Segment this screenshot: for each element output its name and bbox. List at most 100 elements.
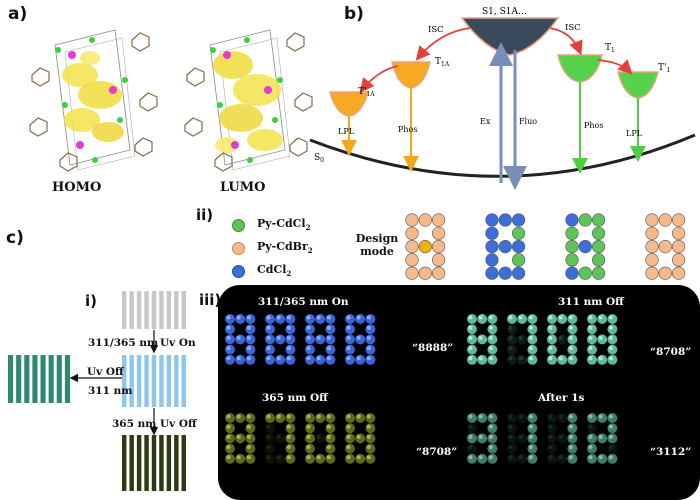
design-dot [592, 239, 606, 254]
display-dot-highlight [598, 455, 603, 460]
design-dot [511, 213, 526, 227]
display-dot [527, 423, 538, 434]
display-dot-highlight [286, 335, 291, 340]
display-dot [265, 334, 275, 345]
design-dot [672, 239, 686, 254]
display-dot [467, 334, 477, 345]
display-dot [345, 334, 355, 345]
display-dot-highlight [316, 455, 321, 460]
fluo-label: Fluo [519, 117, 537, 126]
display-dot-highlight [306, 315, 311, 320]
lumo-structure [184, 29, 313, 172]
display-dot-highlight [306, 434, 311, 439]
display-dot-highlight [478, 434, 483, 439]
display-dot [467, 413, 477, 423]
display-dot-highlight [598, 434, 603, 439]
display-dot [355, 354, 366, 365]
display-dot-highlight [588, 414, 593, 419]
display-dot [325, 314, 336, 324]
display-dot [477, 453, 488, 464]
display-dot-highlight [588, 445, 593, 450]
display-dot-highlight [488, 434, 493, 439]
stripe-bar [151, 291, 157, 329]
display-dot-highlight [276, 414, 281, 419]
display-dot-highlight [568, 335, 573, 340]
design-dot [511, 253, 526, 267]
display-dot [285, 433, 296, 444]
display-dot-highlight [608, 445, 613, 450]
design-dot [431, 253, 446, 267]
display-dot-highlight [568, 414, 573, 419]
display-dot-highlight [568, 346, 573, 351]
quadrant-title-4: After 1s [538, 392, 585, 404]
display-dot [607, 433, 618, 444]
display-dot [245, 334, 256, 345]
display-dot-highlight [356, 434, 361, 439]
display-dot-highlight [548, 315, 553, 320]
design-dot [431, 226, 446, 240]
display-dot [487, 344, 498, 355]
stripe-bar [136, 435, 142, 491]
display-dot [467, 354, 477, 365]
design-mode-label: Design mode [355, 232, 399, 258]
display-dot-highlight [528, 315, 533, 320]
design-dot [418, 213, 432, 227]
display-dot-highlight [326, 325, 331, 330]
display-dot [597, 314, 608, 324]
display-dot [567, 344, 578, 355]
display-dot [355, 314, 366, 324]
display-dot-highlight [528, 414, 533, 419]
stripe-bar [151, 355, 157, 407]
display-dot [597, 334, 608, 345]
bars-initial [122, 291, 186, 329]
display-dot-highlight [286, 315, 291, 320]
display-dot [285, 314, 296, 324]
display-dot [487, 324, 498, 335]
display-dot [245, 443, 256, 454]
t1-prime-well [617, 71, 659, 99]
display-dot-highlight [246, 356, 251, 361]
display-dot [587, 443, 597, 454]
display-dot-highlight [316, 434, 321, 439]
display-dot [587, 324, 597, 335]
display-dot-highlight [286, 434, 291, 439]
stripe-bar [181, 435, 186, 491]
legend-item-py-cdcl2: Py-CdCl2 [232, 216, 382, 234]
display-dot [355, 413, 366, 423]
display-dot-highlight [266, 445, 271, 450]
panel-label-c: c) [6, 228, 24, 248]
display-dot [587, 354, 597, 365]
display-dot [275, 413, 286, 423]
phos-right-label: Phos [584, 121, 603, 130]
design-dot [498, 266, 512, 280]
display-dot [567, 413, 578, 423]
display-dot-highlight [508, 325, 513, 330]
display-dot-highlight [468, 445, 473, 450]
panel-label-iii: iii) [199, 291, 222, 309]
display-dot [517, 334, 528, 345]
display-dot [285, 413, 296, 423]
design-dot [511, 266, 526, 280]
stripe-bar [129, 435, 134, 491]
design-dot [485, 253, 499, 267]
display-dot [305, 423, 315, 434]
energy-diagram: S1, S1A… ISC ISC T1A T'1A T1 T'1 LPL Pho… [309, 7, 696, 190]
display-dot [607, 443, 618, 454]
display-dot [345, 354, 355, 365]
t1-label: T1 [605, 43, 615, 54]
display-dot [225, 433, 235, 444]
display-dot [487, 423, 498, 434]
display-dot-highlight [356, 315, 361, 320]
display-dot [225, 443, 235, 454]
design-dot [431, 266, 446, 280]
display-dot-highlight [508, 356, 513, 361]
display-dot [235, 354, 246, 365]
display-dot-highlight [508, 445, 513, 450]
display-dot [567, 324, 578, 335]
display-dot [527, 324, 538, 335]
display-dot [557, 433, 568, 444]
design-dot [405, 266, 419, 280]
display-dot [587, 344, 597, 355]
display-dot-highlight [266, 434, 271, 439]
display-dot-highlight [608, 434, 613, 439]
